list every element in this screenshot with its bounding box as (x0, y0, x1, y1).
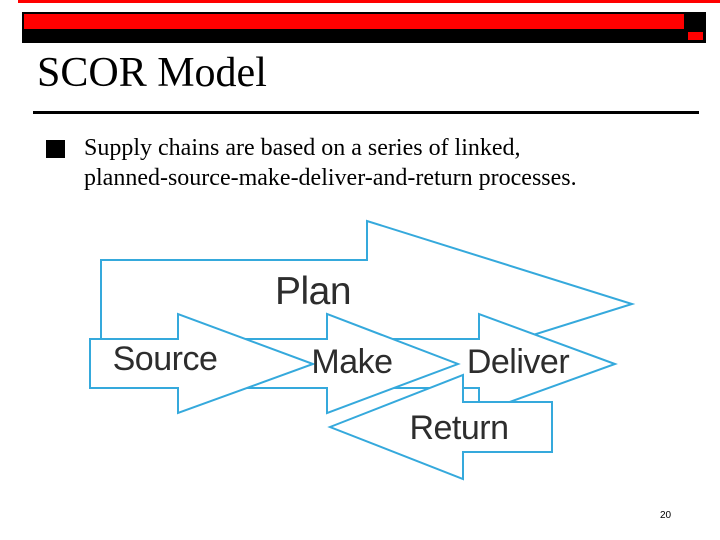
title-divider (33, 111, 699, 114)
bullet-item: Supply chains are based on a series of l… (46, 133, 666, 193)
slide-title: SCOR Model (37, 50, 267, 96)
make-label: Make (311, 343, 392, 381)
bullet-text-line: planned-source-make-deliver-and-return p… (84, 165, 577, 191)
header-red-bar (22, 12, 686, 31)
scor-diagram: Plan Source Make Deliver Return (89, 219, 636, 481)
deliver-arrow (389, 312, 618, 415)
return-arrow (327, 373, 553, 481)
source-label: Source (113, 340, 218, 378)
bullet-square-icon (46, 140, 65, 158)
bullet-text: Supply chains are based on a series of l… (84, 133, 666, 193)
header-black-square (686, 12, 706, 31)
bullet-text-line: Supply chains are based on a series of l… (84, 135, 521, 161)
source-arrow (89, 312, 316, 415)
make-arrow (239, 312, 461, 415)
plan-label: Plan (275, 270, 351, 313)
deliver-label: Deliver (467, 343, 569, 381)
page-number: 20 (660, 510, 672, 521)
top-red-strip (18, 0, 720, 3)
header-black-bar (22, 31, 706, 43)
return-label: Return (409, 409, 508, 447)
header-red-square (688, 32, 703, 40)
